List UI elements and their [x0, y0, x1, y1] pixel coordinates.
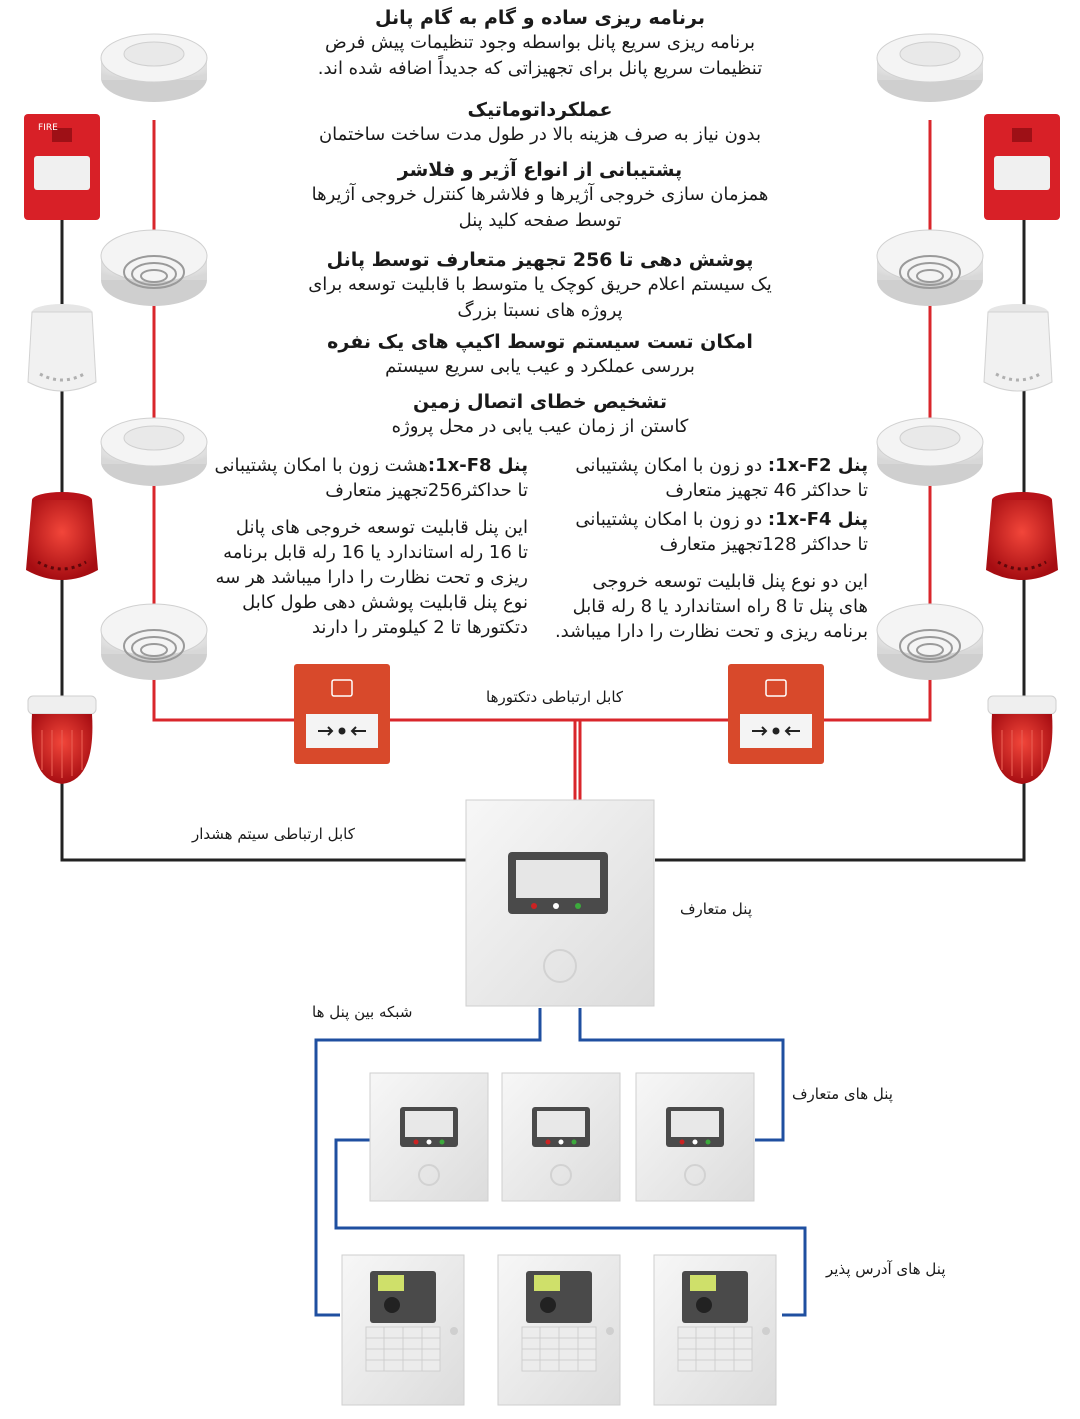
sounder-beacon-icon	[987, 695, 1057, 785]
alarm-wiring	[60, 220, 1026, 862]
addressable-panels-label: پنل های آدرس پذیر	[826, 1260, 946, 1278]
conventional-panel	[501, 1072, 621, 1202]
feature-title: پشتیبانی از انواع آژیر و فلاشر	[397, 159, 683, 181]
conventional-panel-label: پنل متعارف	[680, 900, 752, 918]
sounder-beacon-icon	[27, 695, 97, 785]
manual-call-point-icon	[727, 663, 825, 765]
feature-text: یک سیستم اعلام حریق کوچک یا متوسط با قاب…	[308, 274, 772, 295]
feature-block: امکان تست سیستم توسط اکیپ های یک نفره بر…	[290, 330, 790, 380]
feature-text: برنامه ریزی سریع پانل بواسطه وجود تنظیما…	[324, 32, 756, 53]
panel-f4-text: تا حداکثر 128تجهیز متعارف	[659, 534, 868, 555]
feature-title: تشخیص خطای اتصال زمین	[413, 391, 667, 413]
feature-title: پوشش دهی تا 256 تجهیز متعارف توسط پانل	[326, 249, 754, 271]
panel-f8-text: هشت زون با امکان پشتیبانی	[214, 455, 428, 476]
heat-detector-icon	[876, 229, 984, 307]
feature-text: کاستن از زمان عیب یابی در محل پروژه	[391, 416, 689, 437]
panel-f8-label: پنل 1x-F8:	[427, 455, 528, 476]
smoke-detector-icon	[100, 417, 208, 487]
panel-f8-para: ریزی و تحت نظارت را دارا میباشد هر سه	[215, 567, 528, 588]
panel-f2-label: پنل 1x-F2:	[767, 455, 868, 476]
feature-block: برنامه ریزی ساده و گام به گام پانل برنام…	[290, 6, 790, 82]
manual-call-point-icon	[293, 663, 391, 765]
conventional-panel	[369, 1072, 489, 1202]
panel-f4-label: پنل 1x-F4:	[767, 509, 868, 530]
panel-f8-description: پنل 1x-F8:هشت زون با امکان پشتیبانی تا ح…	[208, 453, 528, 640]
panel-f2-f4-para: برنامه ریزی و تحت نظارت را دارا میباشد.	[554, 621, 868, 642]
panel-network-label: شبکه بین پنل ها	[312, 1003, 413, 1021]
panel-f8-para: دتکتورها تا 2 کیلومتر را دارند	[311, 617, 528, 638]
panel-f2-f4-description: پنل 1x-F2: دو زون با امکان پشتیبانی تا ح…	[548, 453, 868, 644]
conventional-panels-label: پنل های متعارف	[792, 1085, 893, 1103]
panel-f8-text: تا حداکثر256تجهیز متعارف	[325, 480, 528, 501]
heat-detector-icon	[876, 603, 984, 681]
feature-block: تشخیص خطای اتصال زمین کاستن از زمان عیب …	[290, 390, 790, 440]
alarm-cable-label: کابل ارتباطی سیتم هشدار	[192, 825, 355, 843]
addressable-panel	[341, 1254, 465, 1406]
smoke-detector-icon	[876, 33, 984, 103]
panel-f8-para: نوع پنل قابلیت پوشش دهی طول کابل	[242, 592, 528, 613]
panel-f2-f4-para: این دو نوع پنل قابلیت توسعه خروجی	[592, 571, 868, 592]
conventional-panel	[635, 1072, 755, 1202]
addressable-panel	[497, 1254, 621, 1406]
feature-text: توسط صفحه کلید پنل	[458, 210, 622, 231]
panel-f4-text: دو زون با امکان پشتیبانی	[575, 509, 768, 530]
red-sounder-icon	[984, 490, 1060, 582]
white-sounder-icon	[26, 302, 98, 393]
callpoint-fire-label: FIRE	[38, 123, 58, 133]
network-wiring	[314, 1008, 807, 1317]
smoke-detector-icon	[100, 33, 208, 103]
feature-title: عملکرداتوماتیک	[467, 99, 613, 121]
fire-strobe-icon	[984, 114, 1060, 220]
feature-text: همزمان سازی خروجی آژیرها و فلاشرها کنترل…	[311, 184, 769, 205]
detector-cable-label: کابل ارتباطی دتکتورها	[486, 688, 624, 706]
feature-title: امکان تست سیستم توسط اکیپ های یک نفره	[327, 331, 753, 353]
fire-strobe-icon	[24, 114, 100, 220]
feature-block: پوشش دهی تا 256 تجهیز متعارف توسط پانل ی…	[290, 248, 790, 324]
panel-f8-para: تا 16 رله استاندارد یا 16 رله قابل برنام…	[223, 542, 528, 563]
heat-detector-icon	[100, 229, 208, 307]
heat-detector-icon	[100, 603, 208, 681]
feature-text: بدون نیاز به صرف هزینه بالا در طول مدت س…	[318, 124, 762, 145]
panel-f2-text: دو زون با امکان پشتیبانی	[575, 455, 768, 476]
feature-text: بررسی عملکرد و عیب یابی سریع سیستم	[385, 356, 695, 377]
smoke-detector-icon	[876, 417, 984, 487]
feature-text: تنظیمات سریع پانل برای تجهیزاتی که جدیدا…	[317, 58, 763, 79]
feature-title: برنامه ریزی ساده و گام به گام پانل	[375, 7, 705, 29]
panel-f2-text: تا حداکثر 46 تجهیز متعارف	[665, 480, 868, 501]
main-conventional-panel	[465, 799, 655, 1007]
white-sounder-icon	[982, 302, 1054, 393]
red-sounder-icon	[24, 490, 100, 582]
panel-f2-f4-para: های پنل تا 8 راه استاندارد یا 8 رله قابل	[572, 596, 868, 617]
addressable-panel	[653, 1254, 777, 1406]
feature-block: پشتیبانی از انواع آژیر و فلاشر همزمان سا…	[290, 158, 790, 234]
panel-f8-para: این پنل قابلیت توسعه خروجی های پانل	[235, 517, 528, 538]
feature-block: عملکرداتوماتیک بدون نیاز به صرف هزینه با…	[290, 98, 790, 148]
feature-text: پروژه های نسبتا بزرگ	[457, 300, 623, 321]
